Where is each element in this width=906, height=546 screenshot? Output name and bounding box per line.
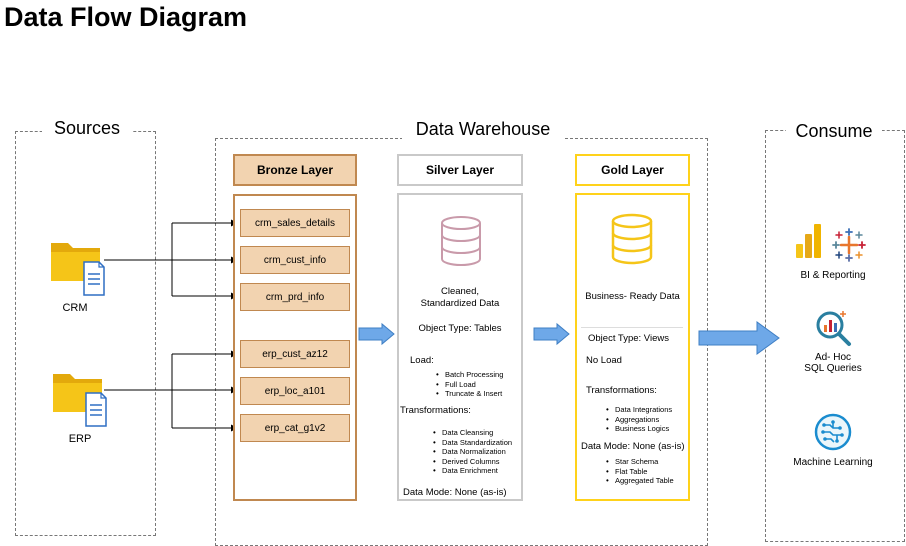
bronze-to-silver-arrow	[358, 322, 395, 346]
silver-description-line2: Standardized Data	[420, 298, 500, 309]
silver-to-gold-arrow	[533, 322, 570, 346]
bi-reporting-label: BI & Reporting	[800, 270, 866, 281]
list-item: Data Cleansing	[433, 428, 512, 438]
warehouse-title: Data Warehouse	[402, 119, 564, 140]
sql-query-icon	[816, 311, 851, 346]
gold-database-icon	[611, 213, 653, 265]
bronze-layer-header: Bronze Layer	[233, 154, 357, 186]
machine-learning-label: Machine Learning	[793, 457, 873, 468]
silver-transformations-list: Data Cleansing Data Standardization Data…	[433, 428, 512, 476]
erp-label: ERP	[68, 433, 92, 445]
silver-transformations-title: Transformations:	[400, 405, 471, 416]
list-item: Derived Columns	[433, 457, 512, 467]
erp-folder-icon	[53, 374, 107, 427]
silver-database-icon	[441, 216, 481, 266]
list-item: Full Load	[436, 380, 503, 390]
silver-description-line1: Cleaned,	[440, 286, 480, 297]
page-title: Data Flow Diagram	[4, 2, 248, 32]
bronze-table-crm-sales-details: crm_sales_details	[240, 209, 350, 237]
gold-load: No Load	[586, 355, 622, 366]
list-item: Flat Table	[606, 467, 674, 477]
gold-object-type: Object Type: Views	[588, 333, 669, 344]
list-item: Aggregated Table	[606, 476, 674, 486]
gold-data-mode: Data Mode: None (as-is)	[581, 441, 685, 452]
tableau-icon	[832, 228, 866, 262]
list-item: Data Standardization	[433, 438, 512, 448]
bronze-table-crm-cust-info: crm_cust_info	[240, 246, 350, 274]
silver-object-type: Object Type: Tables	[418, 323, 502, 334]
silver-data-mode: Data Mode: None (as-is)	[403, 487, 507, 498]
gold-data-mode-list: Star Schema Flat Table Aggregated Table	[606, 457, 674, 486]
bronze-table-erp-cat-g1v2: erp_cat_g1v2	[240, 414, 350, 442]
list-item: Star Schema	[606, 457, 674, 467]
sql-label-line1: Ad- Hoc	[814, 352, 852, 363]
list-item: Aggregations	[606, 415, 672, 425]
list-item: Business Logics	[606, 424, 672, 434]
gold-transformations-list: Data Integrations Aggregations Business …	[606, 405, 672, 434]
silver-load-title: Load:	[410, 355, 434, 366]
gold-divider	[581, 327, 683, 328]
crm-folder-icon	[51, 243, 105, 296]
list-item: Data Enrichment	[433, 466, 512, 476]
bronze-table-erp-loc-a101: erp_loc_a101	[240, 377, 350, 405]
gold-to-consume-arrow	[698, 321, 780, 355]
list-item: Truncate & Insert	[436, 389, 503, 399]
crm-label: CRM	[62, 302, 88, 314]
list-item: Batch Processing	[436, 370, 503, 380]
machine-learning-icon	[814, 413, 852, 451]
sources-title: Sources	[42, 118, 132, 139]
gold-layer-header: Gold Layer	[575, 154, 690, 186]
bronze-table-crm-prd-info: crm_prd_info	[240, 283, 350, 311]
list-item: Data Normalization	[433, 447, 512, 457]
sql-label-line2: SQL Queries	[804, 363, 862, 374]
list-item: Data Integrations	[606, 405, 672, 415]
bronze-table-erp-cust-az12: erp_cust_az12	[240, 340, 350, 368]
silver-layer-header: Silver Layer	[397, 154, 523, 186]
silver-load-list: Batch Processing Full Load Truncate & In…	[436, 370, 503, 399]
gold-transformations-title: Transformations:	[586, 385, 657, 396]
crm-connectors	[104, 219, 238, 300]
gold-description: Business- Ready Data	[585, 291, 680, 302]
erp-connectors	[104, 350, 238, 432]
consume-title: Consume	[786, 121, 882, 142]
power-bi-icon	[796, 224, 821, 258]
